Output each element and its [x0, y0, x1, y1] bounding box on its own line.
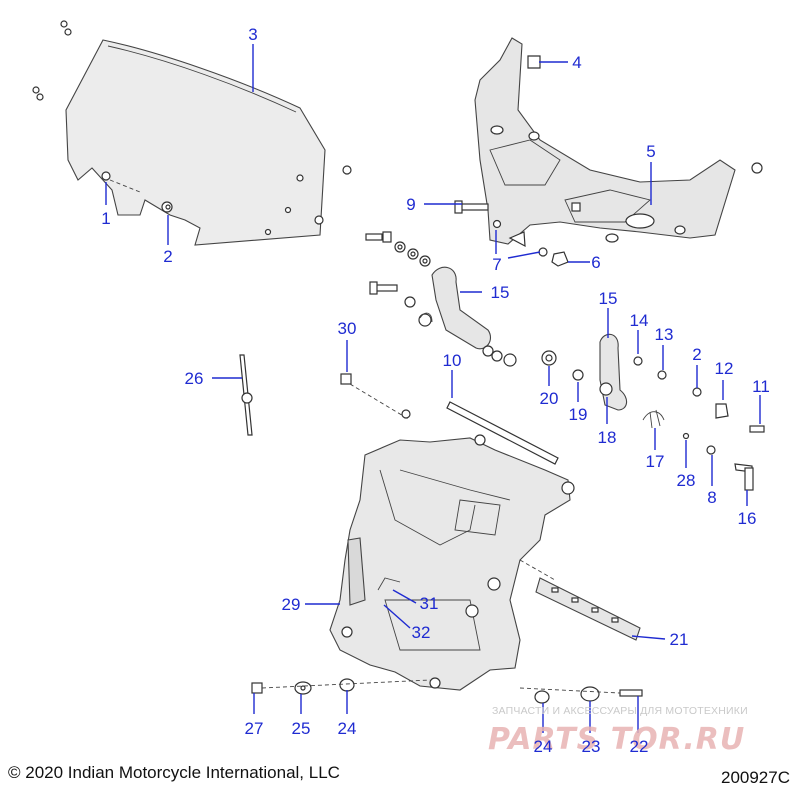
windshield-drawing [65, 39, 352, 246]
part-label-6: 6 [591, 253, 600, 272]
part-label-25: 25 [292, 719, 311, 738]
part-label-2: 2 [163, 247, 172, 266]
part-label-1: 1 [101, 209, 110, 228]
part-label-8: 8 [707, 488, 716, 507]
part-label-23: 23 [582, 737, 601, 756]
leader-lines [105, 44, 761, 733]
watermark-tagline: ЗАПЧАСТИ И АКСЕССУАРЫ ДЛЯ МОТОТЕХНИКИ [492, 705, 748, 717]
part-label-15-right: 15 [599, 289, 618, 308]
pin-26 [239, 354, 253, 436]
part-label-19: 19 [569, 405, 588, 424]
upper-hardware-row [365, 231, 433, 327]
part-label-16: 16 [738, 509, 757, 528]
watermark-logo: PARTS TOR.RU [488, 722, 745, 757]
part-label-22: 22 [630, 737, 649, 756]
part-label-11: 11 [752, 377, 770, 396]
part-label-27: 27 [245, 719, 264, 738]
part-label-28: 28 [677, 471, 696, 490]
windshield-screws [32, 20, 72, 101]
part-label-2-right: 2 [692, 345, 701, 364]
bracket-21 [519, 559, 641, 641]
arm-hardware [541, 350, 754, 491]
part-label-29: 29 [282, 595, 301, 614]
copyright-text: © 2020 Indian Motorcycle International, … [8, 763, 340, 782]
part-label-20: 20 [540, 389, 559, 408]
part-label-15-left: 15 [491, 283, 510, 302]
arm-15-right [599, 333, 765, 433]
shaft-10 [446, 401, 559, 465]
part-label-31: 31 [420, 594, 439, 613]
main-frame-drawing [329, 434, 575, 691]
part-label-3: 3 [248, 25, 257, 44]
part-label-21: 21 [670, 630, 689, 649]
part-label-14: 14 [630, 311, 649, 330]
mounting-bracket-drawing [474, 37, 763, 248]
bottom-hardware-row [251, 678, 643, 704]
part-label-5: 5 [646, 142, 655, 161]
part-label-10: 10 [443, 351, 462, 370]
part-label-9: 9 [406, 195, 415, 214]
arm-15-left [431, 266, 517, 367]
part-labels: 3 1 2 4 5 6 7 9 15 15 14 13 2 12 11 30 1… [101, 25, 770, 756]
diagram-code: 200927C [720, 768, 790, 787]
part-label-4: 4 [572, 53, 581, 72]
part-label-17: 17 [646, 452, 665, 471]
part-label-7: 7 [492, 255, 501, 274]
part-label-32: 32 [412, 623, 431, 642]
part-label-26: 26 [185, 369, 204, 388]
part-label-13: 13 [655, 325, 674, 344]
part-label-18: 18 [598, 428, 617, 447]
watermark-brand: PARTS TOR.RU [488, 722, 745, 757]
bolt-30 [340, 373, 411, 421]
bolt-9-drawing [454, 200, 569, 267]
part-label-24-left: 24 [338, 719, 357, 738]
part-label-24-right: 24 [534, 737, 553, 756]
part-label-12: 12 [715, 359, 734, 378]
part-label-30: 30 [338, 319, 357, 338]
